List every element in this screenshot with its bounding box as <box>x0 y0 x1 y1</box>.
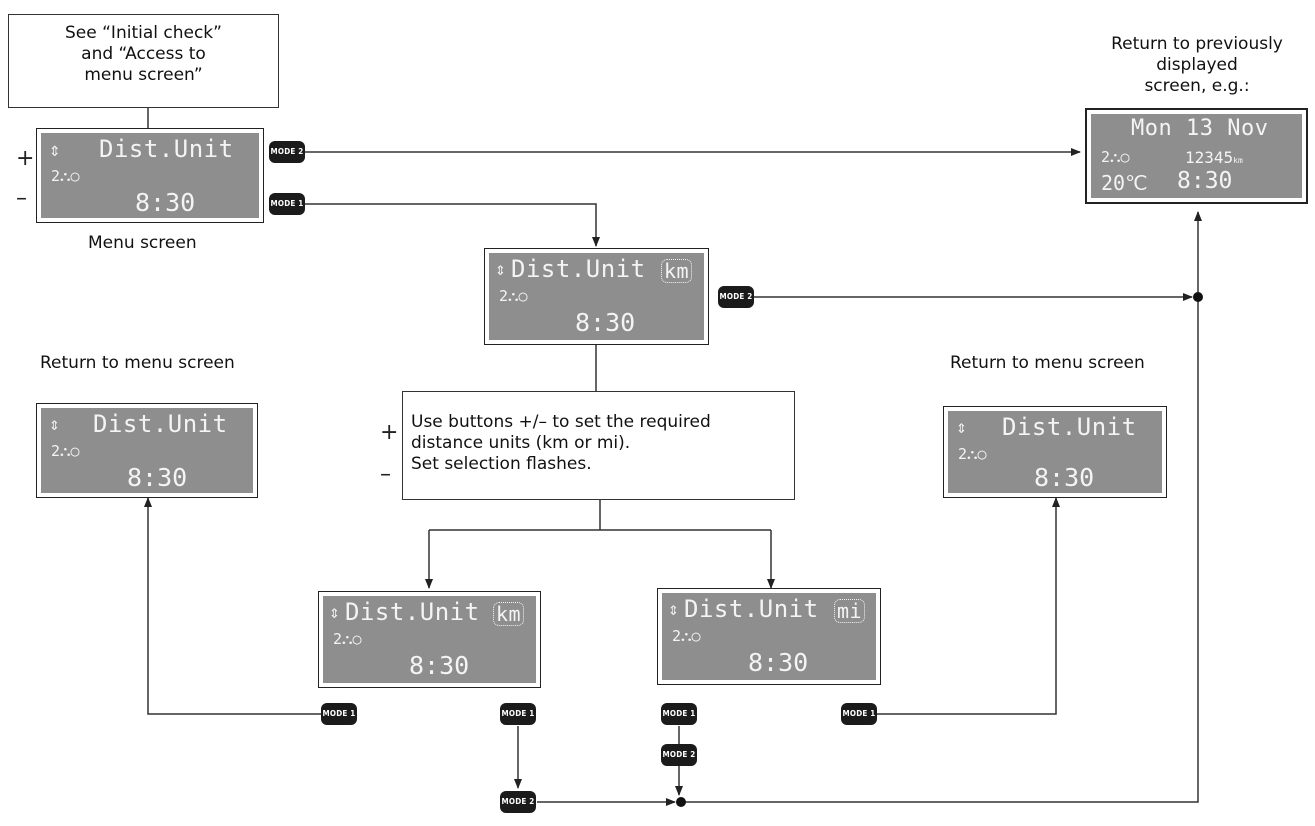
lcd-display-right: ⇕ Dist.Unit 2⛬○ 8:30 <box>948 411 1162 493</box>
connector-mode1-top <box>305 203 600 247</box>
updown-icon: ⇕ <box>495 259 507 280</box>
lcd-menu-screen: ⇕ Dist.Unit 2⛬○ 8:30 <box>36 128 264 223</box>
lcd-time: 8:30 <box>1034 463 1095 492</box>
unit-km-label: km <box>493 602 525 626</box>
mode2-button-top[interactable]: MODE 2 <box>269 141 305 163</box>
start-note-line-1: See “Initial check” <box>65 23 222 43</box>
start-note-line-3: menu screen” <box>84 65 203 85</box>
updown-icon: ⇕ <box>49 139 61 161</box>
lcd-display-left: ⇕ Dist.Unit 2⛬○ 8:30 <box>41 408 253 493</box>
gear-headlight-icon: 2⛬○ <box>672 627 701 645</box>
instructions-line-2: distance units (km or mi). <box>411 433 631 453</box>
mode1-button-bottom-km[interactable]: MODE 1 <box>500 703 536 725</box>
updown-icon: ⇕ <box>956 417 968 438</box>
gear-headlight-icon: 2⛬○ <box>51 442 80 460</box>
lcd-time: 8:30 <box>409 651 470 680</box>
menu-screen-caption: Menu screen <box>88 233 197 253</box>
junction-dot-right <box>1193 292 1203 302</box>
return-prev-line-1: Return to previously <box>1111 34 1283 54</box>
lcd-display-bottom-km: ⇕ Dist.Unit km 2⛬○ 8:30 <box>323 596 536 683</box>
mode1-button-top[interactable]: MODE 1 <box>269 193 305 215</box>
unit-km-selector: km <box>489 599 525 627</box>
instructions-note: Use buttons +/– to set the required dist… <box>402 391 795 500</box>
return-prev-line-2: displayed <box>1156 55 1238 75</box>
odometer-unit: km <box>1233 156 1243 165</box>
lcd-time: 8:30 <box>127 463 188 492</box>
lcd-title: Dist.Unit <box>1002 413 1137 441</box>
instructions-line-3: Set selection flashes. <box>411 454 592 474</box>
mode1-button-bottom-mi[interactable]: MODE 1 <box>661 703 697 725</box>
instructions-line-1: Use buttons +/– to set the required <box>411 412 711 432</box>
unit-km-label: km <box>661 259 693 283</box>
connector-bottom-junction <box>681 800 1199 803</box>
lcd-odometer: 12345km <box>1185 148 1243 167</box>
lcd-title: Dist.Unit <box>511 255 646 283</box>
gear-headlight-icon: 2⛬○ <box>499 287 528 305</box>
junction-dot-bottom <box>676 797 686 807</box>
lcd-time: 8:30 <box>748 648 809 677</box>
lcd-temperature: 20℃ <box>1101 171 1148 195</box>
lcd-time: 8:30 <box>135 188 196 217</box>
mode2-button-middle[interactable]: MODE 2 <box>718 286 754 308</box>
lcd-title: Dist.Unit <box>99 135 234 163</box>
lcd-bottom-km: ⇕ Dist.Unit km 2⛬○ 8:30 <box>318 591 541 688</box>
mode1-button-bottom-right[interactable]: MODE 1 <box>841 703 877 725</box>
lcd-title: Dist.Unit <box>345 598 480 626</box>
mode2-button-bottom-mi[interactable]: MODE 2 <box>661 744 697 766</box>
lcd-time: 8:30 <box>1177 168 1233 194</box>
unit-km-selector: km <box>657 256 693 284</box>
lcd-display-bottom-mi: ⇕ Dist.Unit mi 2⛬○ 8:30 <box>662 593 876 680</box>
unit-mi-label: mi <box>834 599 866 623</box>
return-menu-right-label: Return to menu screen <box>950 353 1145 373</box>
gear-headlight-icon: 2⛬○ <box>333 630 362 648</box>
lcd-previous-screen: Mon 13 Nov 2⛬○ 12345km 20℃ 8:30 <box>1085 108 1308 204</box>
return-prev-line-3: screen, e.g.: <box>1144 76 1250 96</box>
lcd-return-left: ⇕ Dist.Unit 2⛬○ 8:30 <box>36 403 258 498</box>
gear-headlight-icon: 2⛬○ <box>958 445 987 463</box>
gear-headlight-icon: 2⛬○ <box>1101 148 1130 166</box>
connector-mode1-right <box>877 497 1060 715</box>
minus-symbol-top: – <box>16 186 27 211</box>
mode2-button-bottom-km[interactable]: MODE 2 <box>500 791 536 813</box>
updown-icon: ⇕ <box>49 414 61 435</box>
lcd-display-km: ⇕ Dist.Unit km 2⛬○ 8:30 <box>489 253 704 340</box>
plus-symbol-top: + <box>16 146 35 171</box>
lcd-bottom-mi: ⇕ Dist.Unit mi 2⛬○ 8:30 <box>657 588 881 685</box>
return-menu-left-label: Return to menu screen <box>40 353 235 373</box>
start-note: See “Initial check” and “Access to menu … <box>8 14 279 108</box>
lcd-display-prev: Mon 13 Nov 2⛬○ 12345km 20℃ 8:30 <box>1091 114 1302 198</box>
lcd-time: 8:30 <box>575 308 636 337</box>
start-note-line-2: and “Access to <box>81 44 206 64</box>
plus-symbol-middle: + <box>380 420 399 445</box>
unit-mi-selector: mi <box>830 596 866 624</box>
updown-icon: ⇕ <box>329 602 341 623</box>
return-prev-note: Return to previously displayed screen, e… <box>1092 34 1302 97</box>
lcd-title: Dist.Unit <box>93 410 228 438</box>
connector-mode1-left <box>144 497 321 715</box>
lcd-date: Mon 13 Nov <box>1131 116 1269 141</box>
updown-icon: ⇕ <box>668 599 680 620</box>
lcd-return-right: ⇕ Dist.Unit 2⛬○ 8:30 <box>943 406 1167 498</box>
odometer-value: 12345 <box>1185 148 1234 167</box>
lcd-display: ⇕ Dist.Unit 2⛬○ 8:30 <box>41 133 259 218</box>
lcd-km-screen: ⇕ Dist.Unit km 2⛬○ 8:30 <box>484 248 709 345</box>
mode1-button-bottom-left[interactable]: MODE 1 <box>321 703 357 725</box>
minus-symbol-middle: – <box>380 462 391 487</box>
gear-headlight-icon: 2⛬○ <box>51 167 80 185</box>
lcd-title: Dist.Unit <box>684 595 819 623</box>
